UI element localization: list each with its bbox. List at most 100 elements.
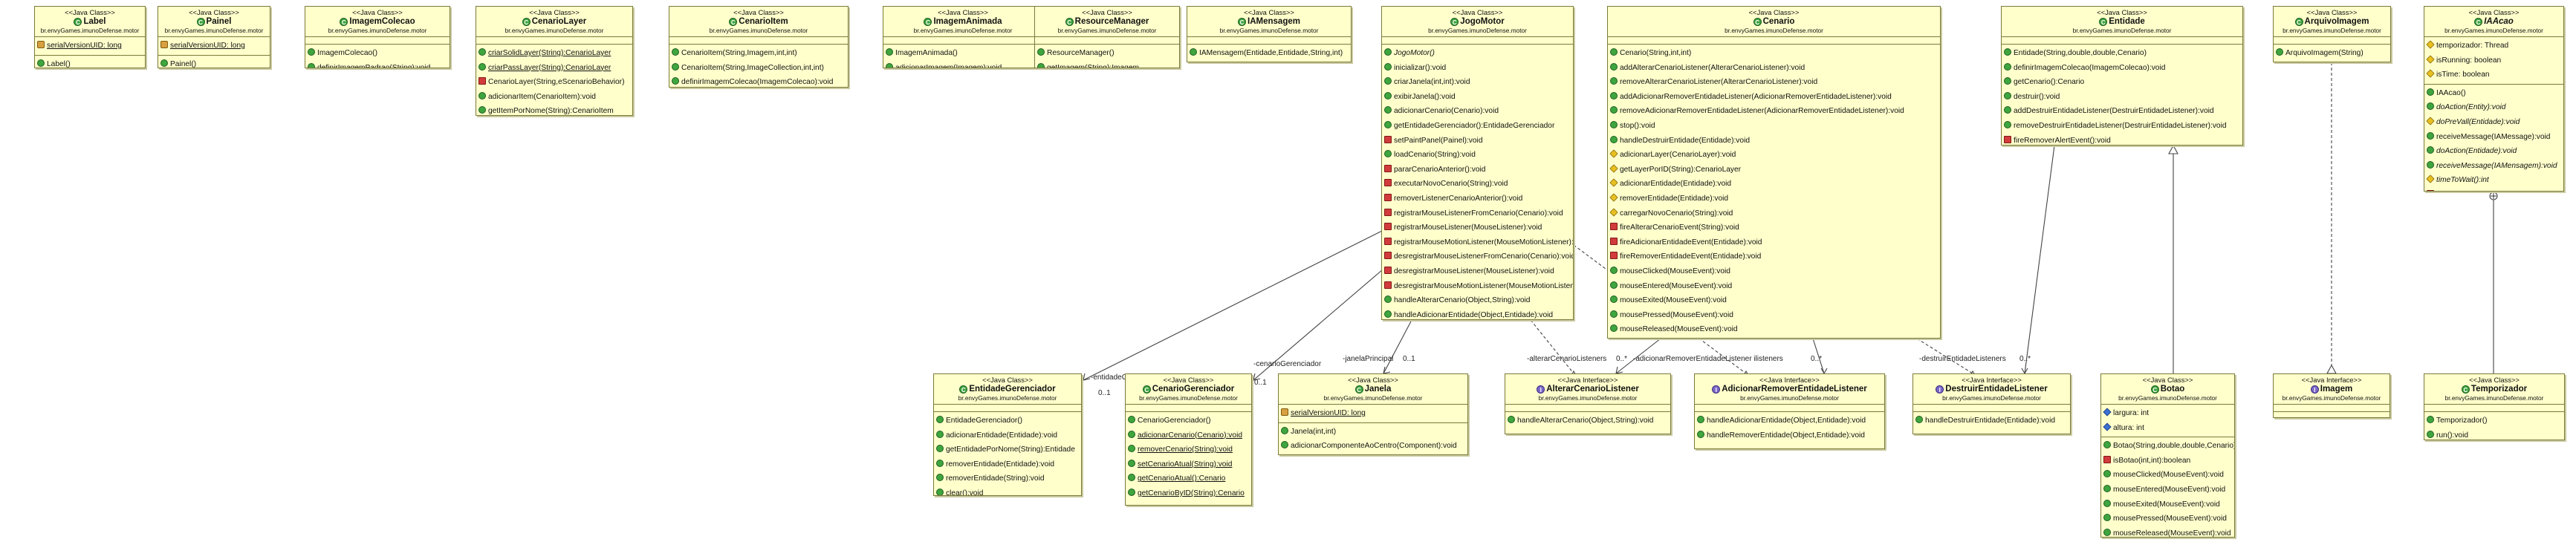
method-row[interactable]: handleDestruirEntidade(Entidade):void — [1610, 134, 1938, 148]
method-row[interactable]: adicionarEntidade(Entidade):void — [1609, 177, 1938, 192]
method-row[interactable]: adicionarEntidade(Entidade):void — [936, 428, 1079, 443]
method-row[interactable]: run():void — [2427, 428, 2562, 440]
method-row[interactable]: receiveMessage(IAMensagem):void — [2427, 159, 2561, 174]
method-row[interactable]: removerEntidade(Entidade):void — [936, 457, 1079, 472]
method-row[interactable]: definirImagemPadrao(String):void — [308, 61, 447, 68]
method-row[interactable]: Painel() — [160, 57, 267, 68]
method-row[interactable]: exibirJanela():void — [1384, 90, 1571, 105]
method-row[interactable]: definirImagemColecao(ImagemColecao):void — [672, 75, 846, 87]
method-row[interactable]: isBotao(int,int):boolean — [2103, 454, 2232, 468]
method-row[interactable]: removeDestruirEntidadeListener(DestruirE… — [2004, 119, 2240, 134]
method-row[interactable]: Label() — [37, 57, 143, 68]
method-row[interactable]: pararCenarioAnterior():void — [1384, 163, 1571, 177]
method-row[interactable]: mouseReleased(MouseEvent):void — [2103, 526, 2232, 537]
field-row[interactable]: isTime: boolean — [2426, 68, 2561, 82]
method-row[interactable]: getEntidadeGerenciador():EntidadeGerenci… — [1384, 119, 1571, 134]
field-row[interactable]: serialVersionUID: long — [37, 39, 143, 53]
method-row[interactable]: doPreVall(Entidade):void — [2426, 115, 2561, 130]
method-row[interactable]: Entidade(String,double,double,Cenario) — [2004, 46, 2240, 61]
method-row[interactable]: JogoMotor() — [1384, 46, 1571, 61]
method-row[interactable]: handleDestruirEntidade(Entidade):void — [1915, 414, 2068, 428]
method-row[interactable]: handleAlterarCenario(Object,String):void — [1384, 293, 1571, 308]
method-row[interactable]: removeAdicionarRemoverEntidadeListener(A… — [1610, 104, 1938, 119]
method-row[interactable]: fireAdicionarEntidadeEvent(Entidade):voi… — [1610, 235, 1938, 250]
field-row[interactable]: serialVersionUID: long — [1281, 406, 1465, 421]
method-row[interactable]: removerListenerCenarioAnterior():void — [1384, 192, 1571, 206]
method-row[interactable]: adicionarComponenteAoCentro(Component):v… — [1281, 439, 1465, 454]
field-row[interactable]: isRunning: boolean — [2426, 53, 2561, 68]
method-row[interactable]: getItemPorNome(String):CenarioItem — [478, 104, 630, 115]
method-row[interactable]: mouseReleased(MouseEvent):void — [1610, 322, 1938, 337]
method-row[interactable]: addDestruirEntidadeListener(DestruirEnti… — [2004, 104, 2240, 119]
method-row[interactable]: getCenarioByID(String):Cenario — [1128, 486, 1249, 501]
method-row[interactable]: mouseClicked(MouseEvent):void — [1610, 264, 1938, 279]
method-row[interactable]: setCenarioAtual(String):void — [1128, 457, 1249, 472]
method-row[interactable]: loadCenario(String):void — [1384, 148, 1571, 163]
method-row[interactable]: desregistrarMouseMotionListener(MouseMot… — [1384, 279, 1573, 294]
method-row[interactable]: CenarioLayer(String,eScenarioBehavior) — [478, 75, 630, 90]
field-row[interactable]: temporizador: Thread — [2426, 39, 2561, 53]
method-row[interactable]: adicionarImagem(Imagem):void — [886, 61, 1040, 68]
method-row[interactable]: timeToWait():int — [2426, 173, 2561, 188]
method-row[interactable]: mouseClicked(MouseEvent):void — [2103, 468, 2232, 483]
method-row[interactable]: doAction(Entity):void — [2427, 100, 2561, 115]
method-row[interactable]: IAMensagem(Entidade,Entidade,String,int) — [1190, 46, 1349, 61]
field-row[interactable]: serialVersionUID: long — [160, 39, 267, 53]
method-row[interactable]: adicionarCenario(Cenario):void — [1128, 428, 1249, 443]
method-row[interactable]: ArquivoImagem(String) — [2276, 46, 2388, 61]
method-row[interactable]: criarJanela(int,int):void — [1384, 75, 1571, 90]
method-row[interactable]: removerEntidade(Entidade):void — [1609, 192, 1938, 206]
method-row[interactable]: fireRemoverEntidadeEvent(Entidade):void — [1610, 249, 1938, 264]
method-row[interactable]: IAAcao() — [2427, 86, 2561, 101]
method-row[interactable]: stop():void — [1610, 119, 1938, 134]
method-row[interactable]: adicionarCenario(Cenario):void — [1384, 104, 1571, 119]
method-row[interactable]: mouseEntered(MouseEvent):void — [1610, 279, 1938, 294]
field-row[interactable]: largura: int — [2103, 406, 2232, 421]
method-row[interactable]: iniciar():void — [2427, 188, 2561, 191]
method-row[interactable]: ResourceManager() — [1037, 46, 1177, 61]
method-row[interactable]: removerCenario(String):void — [1128, 443, 1249, 457]
method-row[interactable]: removeAlterarCenarioListener(AlterarCena… — [1610, 75, 1938, 90]
method-row[interactable]: CenarioGerenciador() — [1128, 414, 1249, 428]
method-row[interactable]: mouseExited(MouseEvent):void — [1610, 293, 1938, 308]
method-row[interactable]: getCenario():Cenario — [2004, 75, 2240, 90]
method-row[interactable]: Botao(String,double,double,Cenario) — [2103, 439, 2234, 454]
method-row[interactable]: destruir():void — [2004, 90, 2240, 105]
method-row[interactable]: CenarioItem(String,ImageCollection,int,i… — [672, 61, 846, 76]
method-row[interactable]: criarSolidLayer(String):CenarioLayer — [478, 46, 630, 61]
method-row[interactable]: addAlterarCenarioListener(AlterarCenario… — [1610, 61, 1938, 76]
method-row[interactable]: desregistrarMouseListener(MouseListener)… — [1384, 264, 1571, 279]
method-row[interactable]: handleAdicionarEntidade(Object,Entidade)… — [1384, 308, 1571, 319]
method-row[interactable]: fireAlterarCenarioEvent(String):void — [1610, 221, 1938, 235]
method-row[interactable]: doAction(Entidade):void — [2427, 144, 2561, 159]
method-row[interactable]: mouseEntered(MouseEvent):void — [2103, 483, 2232, 497]
method-row[interactable]: ImagemColecao() — [308, 46, 447, 61]
method-row[interactable]: Janela(int,int) — [1281, 425, 1465, 440]
method-row[interactable]: addAdicionarRemoverEntidadeListener(Adic… — [1610, 90, 1938, 105]
method-row[interactable]: criarPassLayer(String):CenarioLayer — [478, 61, 630, 76]
method-row[interactable]: CenarioItem(String,Imagem,int,int) — [672, 46, 846, 61]
method-row[interactable]: registrarMouseListenerFromCenario(Cenari… — [1384, 206, 1571, 221]
method-row[interactable]: getCenarioAtual():Cenario — [1128, 471, 1249, 486]
method-row[interactable]: removerEntidade(String):void — [936, 471, 1079, 486]
method-row[interactable]: definirImagemColecao(ImagemColecao):void — [2004, 61, 2240, 76]
method-row[interactable]: handleAlterarCenario(Object,String):void — [1508, 414, 1668, 428]
method-row[interactable]: getLayerPorID(String):CenarioLayer — [1609, 163, 1938, 177]
